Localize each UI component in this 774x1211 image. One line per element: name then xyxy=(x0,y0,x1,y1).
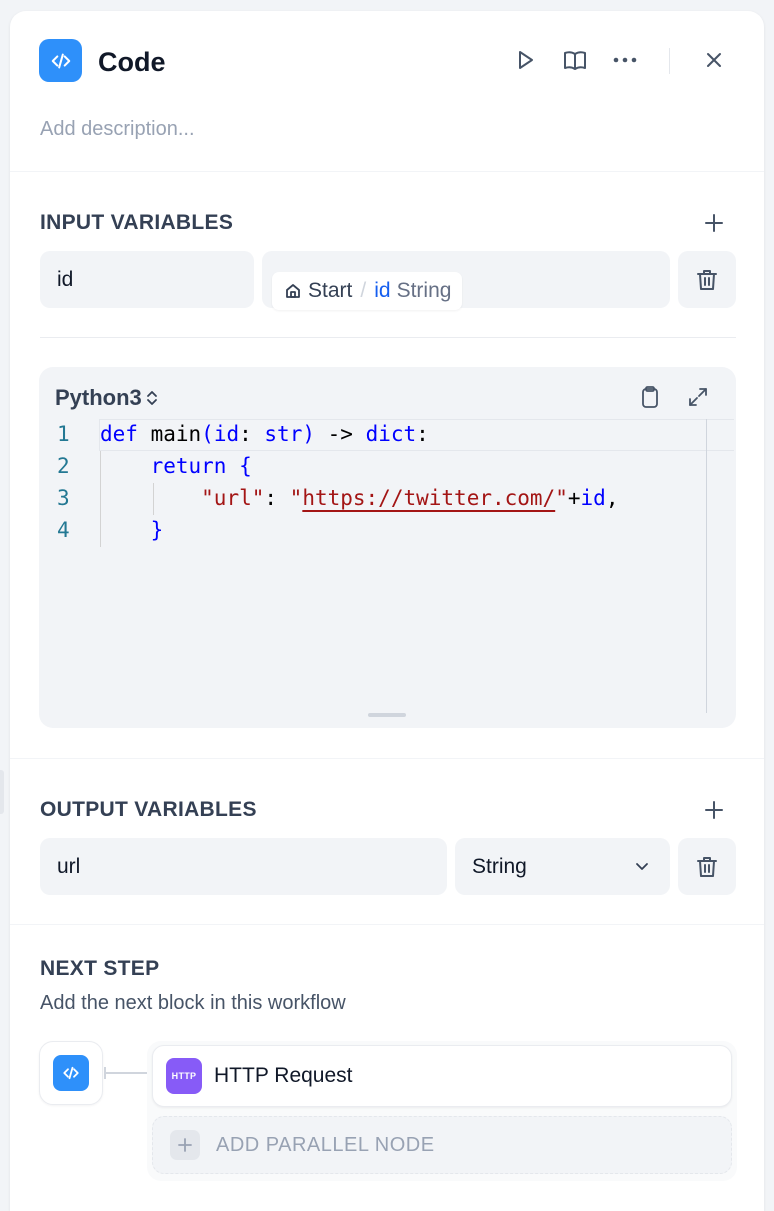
copy-code-icon[interactable] xyxy=(635,382,665,412)
current-node-block xyxy=(39,1041,103,1105)
remove-output-variable-button[interactable] xyxy=(678,838,736,895)
remove-input-variable-button[interactable] xyxy=(678,251,736,308)
header-separator xyxy=(669,48,670,74)
home-icon xyxy=(286,284,300,298)
output-variable-name-field[interactable]: url xyxy=(40,838,447,895)
docs-book-icon[interactable] xyxy=(560,45,590,75)
more-icon[interactable] xyxy=(610,45,640,75)
chevron-up-down-icon xyxy=(146,391,157,405)
line-number: 3 xyxy=(57,486,70,510)
editor-resize-handle[interactable] xyxy=(368,713,406,717)
output-variable-type-select[interactable]: String xyxy=(455,838,670,895)
variable-reference-chip[interactable]: Start / id String xyxy=(272,272,463,310)
output-variable-type-value: String xyxy=(472,854,527,878)
code-node-icon xyxy=(53,1055,89,1091)
input-variables-title: INPUT VARIABLES xyxy=(40,211,234,234)
add-parallel-node-label: ADD PARALLEL NODE xyxy=(216,1133,435,1156)
divider xyxy=(10,924,764,925)
line-number: 4 xyxy=(57,518,70,542)
source-variable-name: id xyxy=(374,279,391,302)
indent-guide xyxy=(100,451,101,547)
output-variables-title: OUTPUT VARIABLES xyxy=(40,798,257,821)
active-line-highlight xyxy=(99,419,734,451)
connector-line xyxy=(105,1072,149,1074)
language-selector[interactable]: Python3 xyxy=(55,385,158,411)
trash-icon xyxy=(697,269,717,290)
node-title[interactable]: Code xyxy=(98,47,166,77)
divider xyxy=(40,337,736,338)
line-number: 2 xyxy=(57,454,70,478)
line-number: 1 xyxy=(57,422,70,446)
next-node-http-request[interactable]: HTTP HTTP Request xyxy=(152,1045,732,1107)
editor-ruler xyxy=(706,419,707,713)
add-input-variable-icon[interactable] xyxy=(700,209,728,237)
close-icon[interactable] xyxy=(699,45,729,75)
code-content[interactable]: 1 2 3 4 def main(id: str) -> dict: retur… xyxy=(39,419,736,719)
input-variable-name-field[interactable]: id xyxy=(40,251,254,308)
divider xyxy=(10,758,764,759)
code-line-1: def main(id: str) -> dict: xyxy=(100,422,429,446)
plus-icon xyxy=(170,1130,200,1160)
add-output-variable-icon[interactable] xyxy=(700,796,728,824)
source-variable-type: String xyxy=(396,279,452,302)
indent-guide xyxy=(153,483,154,515)
divider xyxy=(10,171,764,172)
code-node-icon xyxy=(39,39,82,82)
chevron-down-icon xyxy=(636,863,648,870)
expand-editor-icon[interactable] xyxy=(683,382,713,412)
path-separator: / xyxy=(360,279,367,302)
add-parallel-node-button[interactable]: ADD PARALLEL NODE xyxy=(152,1116,732,1174)
description-input[interactable]: Add description... xyxy=(40,118,195,140)
next-node-label: HTTP Request xyxy=(214,1064,353,1087)
canvas-edge-handle xyxy=(0,770,4,814)
next-steps-list: HTTP HTTP Request ADD PARALLEL NODE xyxy=(147,1041,737,1181)
code-editor[interactable]: Python3 1 2 3 4 def main(id: str) -> dic… xyxy=(39,367,736,728)
next-step-title: NEXT STEP xyxy=(40,957,160,980)
code-line-2: return { xyxy=(150,454,252,478)
language-label: Python3 xyxy=(55,385,142,410)
code-node-panel: Code Add description... INPUT VARIABLES … xyxy=(10,11,764,1211)
source-node-name: Start xyxy=(308,279,353,302)
trash-icon xyxy=(697,856,717,877)
run-icon[interactable] xyxy=(510,45,540,75)
http-request-icon: HTTP xyxy=(166,1058,202,1094)
code-line-3: "url": "https://twitter.com/"+id, xyxy=(201,486,619,510)
code-line-4: } xyxy=(150,518,164,542)
next-step-subtitle: Add the next block in this workflow xyxy=(40,992,346,1014)
